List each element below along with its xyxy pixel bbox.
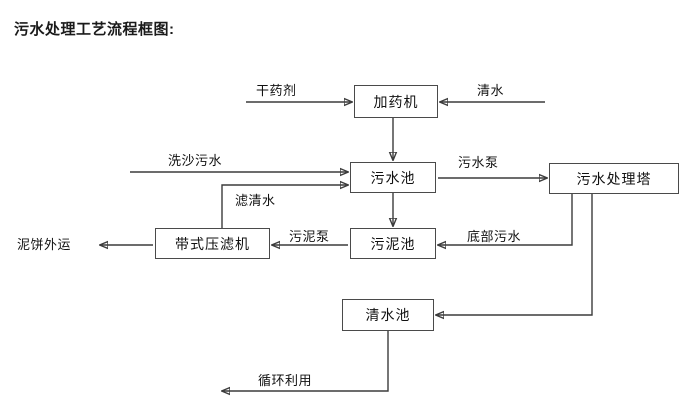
edge-tower-to-sludge-pool (438, 194, 573, 245)
page-title: 污水处理工艺流程框图: (14, 21, 175, 38)
node-dosing-machine[interactable]: 加药机 (354, 85, 438, 118)
edge-tower-to-clear-pool (436, 194, 593, 315)
edge-label-sewage-pump: 污水泵 (458, 155, 499, 170)
edge-label-dry-agent: 干药剂 (256, 83, 297, 98)
node-sewage-treatment-tower[interactable]: 污水处理塔 (549, 163, 679, 194)
node-clear-water-pool[interactable]: 清水池 (342, 299, 434, 331)
edge-label-sludge-pump: 污泥泵 (289, 229, 330, 244)
edge-label-sand-washing-sewage: 洗沙污水 (168, 153, 223, 168)
edge-filtrate-to-sewage-pool (221, 185, 348, 228)
node-sludge-pool[interactable]: 污泥池 (350, 228, 436, 259)
node-label: 带式压滤机 (175, 235, 250, 252)
edge-label-clean-water: 清水 (477, 83, 505, 98)
node-sewage-pool[interactable]: 污水池 (350, 162, 436, 193)
edge-label-filtrate: 滤清水 (235, 193, 276, 208)
node-label: 加药机 (373, 93, 419, 110)
node-label: 污泥池 (370, 235, 416, 252)
node-label: 污水处理塔 (576, 170, 652, 187)
edge-clear-pool-recycle (222, 331, 389, 391)
node-label: 污水池 (370, 169, 416, 186)
terminal-label-mud-cake-transport: 泥饼外运 (17, 237, 72, 252)
node-label: 清水池 (365, 307, 411, 323)
edge-label-recycle: 循环利用 (258, 373, 313, 388)
node-belt-filter-press[interactable]: 带式压滤机 (155, 228, 270, 259)
edge-label-bottom-sewage: 底部污水 (467, 229, 522, 244)
